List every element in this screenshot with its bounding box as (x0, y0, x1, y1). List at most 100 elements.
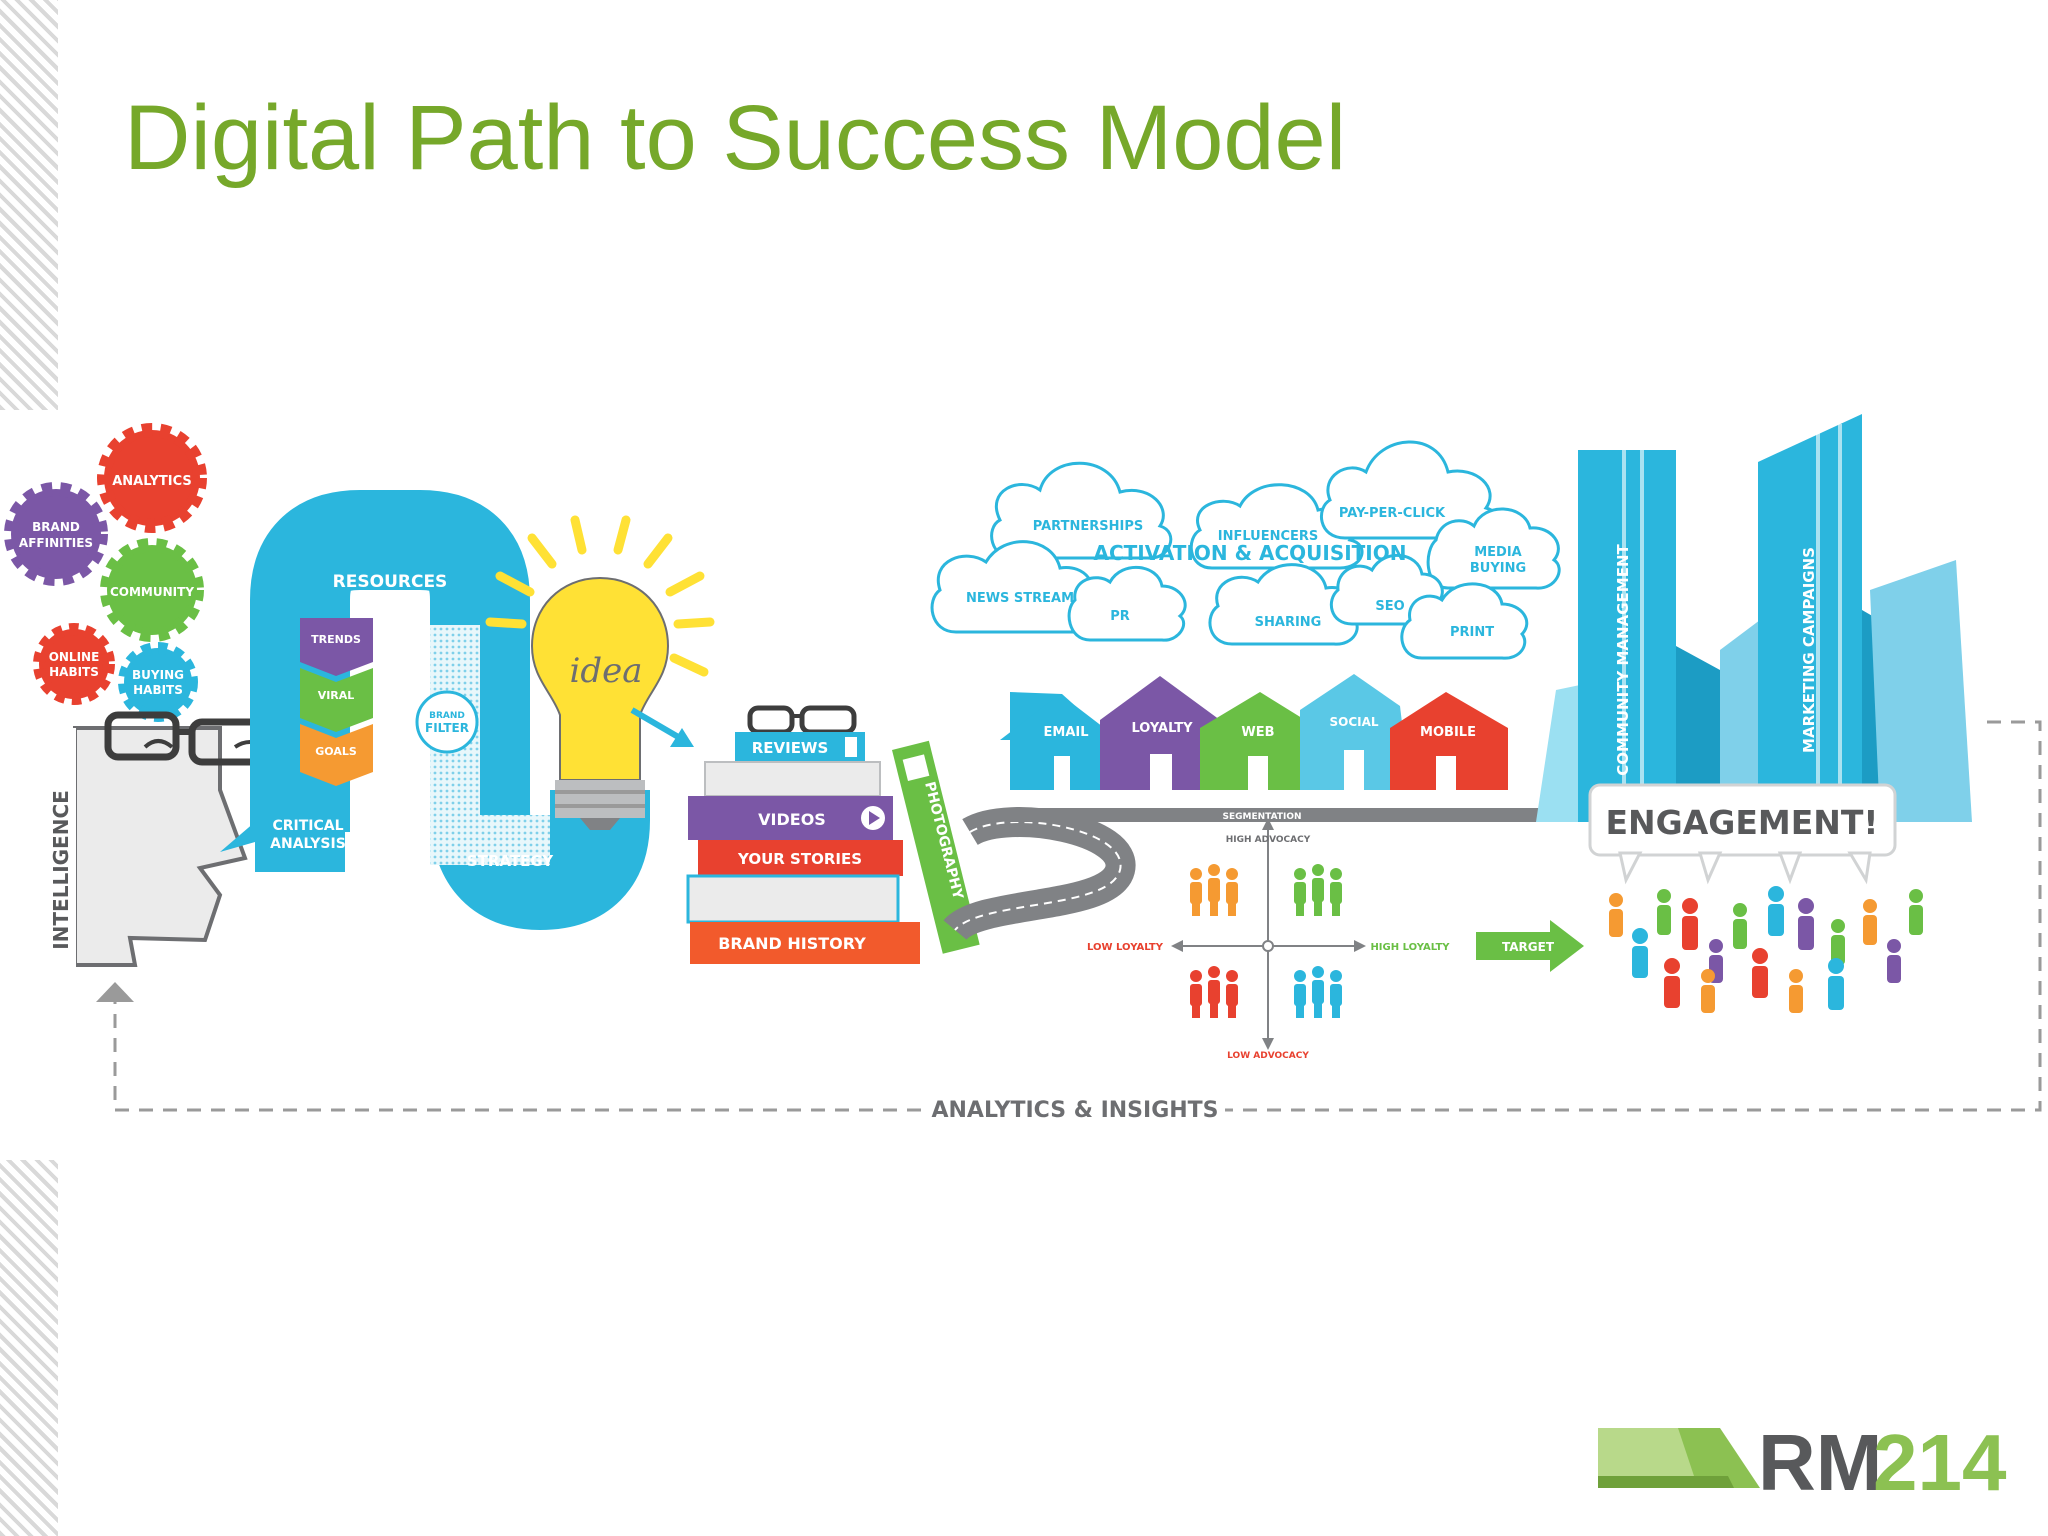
decorative-stripe-bottom (0, 1160, 58, 1536)
people-group-icon (1190, 966, 1238, 1018)
low-loyalty-label: LOW LOYALTY (1087, 942, 1164, 953)
target-label: TARGET (1502, 940, 1555, 954)
critical-analysis-label: CRITICAL (272, 818, 343, 834)
house-email: EMAIL (1000, 692, 1120, 790)
strategy-label: STRATEGY (467, 852, 554, 870)
arrow-right-icon (630, 707, 694, 747)
engagement-label: ENGAGEMENT! (1606, 803, 1879, 842)
book-your-stories (698, 840, 903, 876)
arrow-up-icon (96, 982, 134, 1002)
book-reviews (735, 732, 865, 762)
building-community-management (1578, 450, 1676, 822)
brand-filter-label: FILTER (425, 721, 469, 735)
cloud-print (1400, 582, 1529, 660)
gear-analytics: ANALYTICS (97, 423, 207, 533)
target-arrow-icon: TARGET (1476, 920, 1584, 972)
idea-label: idea (569, 651, 642, 691)
path-to-success-diagram: ANALYTICS & INSIGHTS ANALYTICS BRAND AFF… (4, 414, 2042, 1128)
high-loyalty-label: HIGH LOYALTY (1370, 942, 1450, 953)
media-buying-label: BUYING (1470, 561, 1526, 576)
clouds (930, 440, 1561, 660)
marketing-campaigns-label: MARKETING CAMPAIGNS (1800, 547, 1818, 753)
book-brand-history (690, 922, 920, 964)
reviews-label: REVIEWS (752, 739, 829, 757)
your-stories-label: YOUR STORIES (737, 850, 862, 868)
rm214-logo: RM 214 (1598, 1418, 2007, 1498)
brand-filter-label: BRAND (429, 711, 465, 721)
goals-chevron (300, 724, 373, 786)
engagement-bubble: ENGAGEMENT! (1588, 783, 1897, 885)
gear-brand-affinities: BRAND AFFINITIES (4, 482, 108, 586)
lightbulb-icon: idea (485, 515, 715, 830)
email-label: EMAIL (1044, 725, 1089, 740)
resources-label: RESOURCES (333, 572, 448, 592)
brand-filter-badge (415, 690, 479, 754)
resources-pipe: RESOURCES TRENDS VIRAL GOALS BRAND FILTE… (220, 490, 650, 931)
brand-history-label: BRAND HISTORY (718, 934, 866, 953)
media-buying-label: MEDIA (1474, 545, 1522, 560)
diagram-band: ANALYTICS & INSIGHTS ANALYTICS BRAND AFF… (0, 410, 2048, 1160)
web-label: WEB (1241, 725, 1274, 740)
analytics-insights-label: ANALYTICS & INSIGHTS (931, 1098, 1218, 1123)
houses: EMAIL LOYALTY WEB SOCIAL MOBILE (1000, 674, 1508, 790)
gear-label: BUYING (132, 668, 184, 682)
people-group-icon (1190, 864, 1238, 916)
high-advocacy-label: HIGH ADVOCACY (1226, 835, 1311, 845)
videos-label: VIDEOS (758, 810, 826, 829)
analytics-loop: ANALYTICS & INSIGHTS (96, 720, 2042, 1128)
pay-per-click-label: PAY-PER-CLICK (1339, 506, 1446, 521)
cloud-pay-per-click (1320, 440, 1501, 540)
cloud-news-stream (930, 540, 1098, 634)
book-videos (688, 796, 893, 840)
print-label: PRINT (1450, 625, 1494, 640)
house-social: SOCIAL (1300, 674, 1410, 790)
mobile-label: MOBILE (1420, 725, 1476, 740)
building-marketing-campaigns (1758, 414, 1862, 822)
book-blank (704, 761, 881, 797)
gear-buying-habits: BUYING HABITS (118, 642, 198, 722)
house-web: WEB (1200, 692, 1318, 790)
people-group-icon (1294, 864, 1342, 916)
gear-community: COMMUNITY (100, 538, 204, 642)
book-stack: REVIEWS VIDEOS YOUR STORIES BRAND HISTOR… (686, 705, 980, 964)
influencers-label: INFLUENCERS (1218, 529, 1319, 544)
gear-online-habits: ONLINE HABITS (33, 623, 115, 705)
seo-label: SEO (1375, 599, 1404, 614)
logo-text-rm: RM (1758, 1418, 1882, 1498)
loyalty-advocacy-matrix: HIGH ADVOCACY LOW ADVOCACY LOW LOYALTY H… (1087, 818, 1450, 1061)
logo-text-number: 214 (1873, 1418, 2007, 1498)
slide-title: Digital Path to Success Model (124, 87, 1347, 189)
gear-label: HABITS (49, 665, 99, 679)
community-management-label: COMMUNITY MANAGEMENT (1614, 544, 1632, 776)
logo-mark-dark (1678, 1428, 1760, 1488)
partnerships-label: PARTNERSHIPS (1033, 519, 1143, 534)
loyalty-label: LOYALTY (1131, 721, 1193, 736)
activation-acquisition-label: ACTIVATION & ACQUISITION (1094, 541, 1407, 565)
gear-label: ANALYTICS (112, 474, 192, 489)
intelligence-label: INTELLIGENCE (49, 790, 73, 950)
house-mobile: MOBILE (1390, 692, 1508, 790)
trends-chevron (300, 618, 373, 676)
gear-label: BRAND (32, 520, 80, 534)
glasses-icon (747, 705, 857, 735)
gear-label: ONLINE (49, 650, 100, 664)
gear-label: COMMUNITY (110, 585, 194, 599)
viral-chevron (300, 668, 373, 732)
decorative-stripe-top (0, 0, 58, 410)
gear-label: AFFINITIES (19, 536, 93, 550)
cloud-pr (1067, 566, 1187, 642)
segmentation-label: SEGMENTATION (1222, 812, 1301, 822)
goals-label: GOALS (315, 745, 357, 758)
social-label: SOCIAL (1329, 715, 1378, 729)
crowd-icon (1609, 886, 1923, 1013)
news-stream-label: NEWS STREAM (966, 591, 1074, 606)
house-loyalty: LOYALTY (1100, 676, 1220, 790)
thinking-head: INTELLIGENCE (48, 711, 286, 968)
buildings: COMMUNITY MANAGEMENT MARKETING CAMPAIGNS (1536, 414, 1972, 822)
critical-analysis-bubble (220, 792, 345, 872)
low-advocacy-label: LOW ADVOCACY (1227, 1051, 1309, 1061)
sharing-label: SHARING (1255, 615, 1322, 630)
gear-label: HABITS (133, 683, 183, 697)
road: SEGMENTATION (943, 807, 1540, 942)
people-group-icon (1294, 966, 1342, 1018)
